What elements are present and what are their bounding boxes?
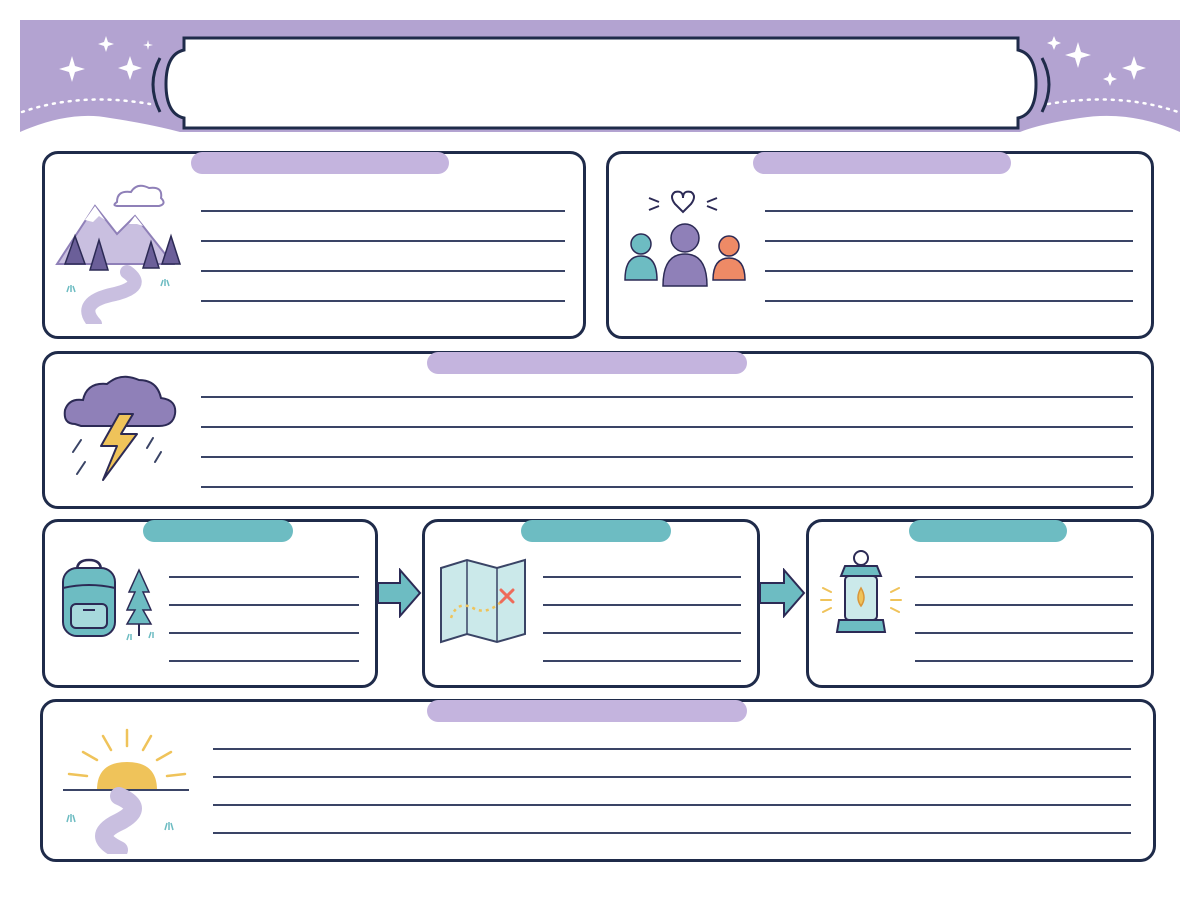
middle-writing-lines[interactable] — [543, 576, 741, 666]
problem-panel — [42, 351, 1154, 509]
characters-label-pill — [753, 152, 1011, 174]
beginning-writing-lines[interactable] — [169, 576, 359, 666]
treasure-map-icon — [440, 558, 526, 644]
characters-panel — [606, 151, 1154, 339]
problem-writing-lines[interactable] — [201, 396, 1133, 496]
setting-writing-lines[interactable] — [201, 210, 565, 310]
beginning-label-pill — [143, 520, 293, 542]
arrow-right-icon — [759, 568, 806, 618]
end-writing-lines[interactable] — [915, 576, 1133, 666]
sparkle-icon — [59, 36, 1146, 86]
end-label-pill — [909, 520, 1067, 542]
setting-panel — [42, 151, 586, 339]
middle-label-pill — [521, 520, 671, 542]
backpack-icon — [62, 558, 154, 641]
end-panel — [806, 519, 1154, 688]
resolution-label-pill — [427, 700, 747, 722]
lantern-icon — [820, 550, 902, 633]
resolution-writing-lines[interactable] — [213, 748, 1131, 838]
beginning-panel — [42, 519, 378, 688]
characters-writing-lines[interactable] — [765, 210, 1133, 310]
storm-cloud-icon — [63, 375, 177, 481]
setting-label-pill — [191, 152, 449, 174]
title-frame — [164, 36, 1038, 130]
arrow-right-icon — [377, 568, 422, 618]
people-heart-icon — [624, 190, 746, 287]
problem-label-pill — [427, 352, 747, 374]
header-banner — [0, 0, 1200, 140]
sunrise-path-icon — [63, 728, 189, 854]
header-band-shape — [20, 20, 1180, 132]
middle-panel — [422, 519, 760, 688]
mountain-landscape-icon — [55, 184, 182, 324]
resolution-panel — [40, 699, 1156, 862]
